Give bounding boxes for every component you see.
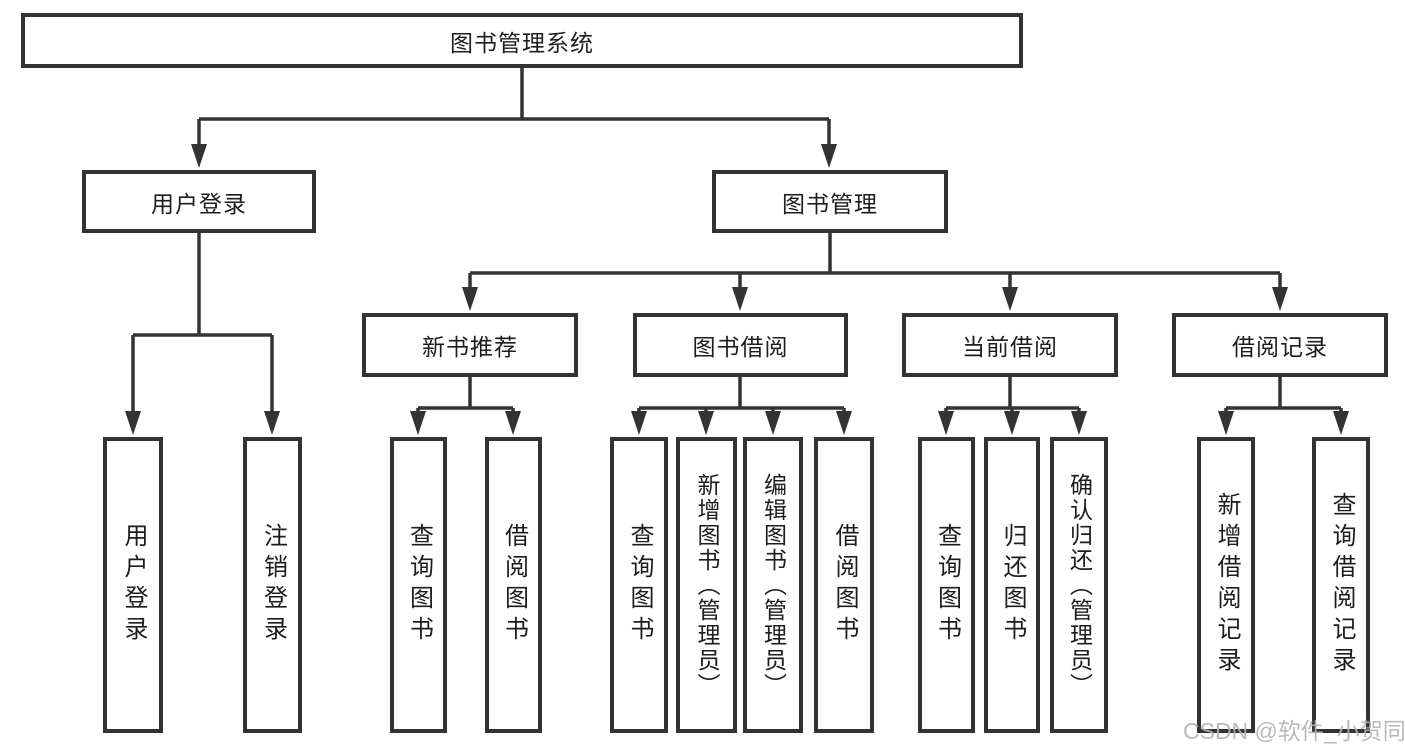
- leaf-label: 借阅图书: [500, 523, 528, 647]
- leaf-confirm-return-admin: 确认归还（管理员）: [1050, 437, 1108, 733]
- node-label: 图书管理: [782, 190, 878, 217]
- leaf-label: 用户登录: [120, 523, 147, 647]
- node-borrow-records: 借阅记录: [1172, 313, 1388, 377]
- node-new-book-recommend: 新书推荐: [362, 313, 578, 377]
- leaf-label: 编辑图书（管理员）: [760, 472, 787, 698]
- leaf-label: 查询借阅记录: [1328, 492, 1355, 678]
- leaf-query-books-current: 查询图书: [918, 437, 975, 733]
- node-book-borrowing: 图书借阅: [633, 313, 848, 377]
- node-label: 新书推荐: [422, 334, 518, 360]
- leaf-label: 查询图书: [405, 523, 433, 647]
- leaf-label: 确认归还（管理员）: [1066, 472, 1093, 698]
- leaf-add-book-admin: 新增图书（管理员）: [676, 437, 737, 733]
- leaf-label: 查询图书: [626, 523, 653, 647]
- leaf-borrow-books-recommend: 借阅图书: [485, 437, 542, 733]
- leaf-query-books-recommend: 查询图书: [390, 437, 447, 733]
- leaf-borrow-books-borrowing: 借阅图书: [814, 437, 874, 733]
- leaf-query-books-borrowing: 查询图书: [610, 437, 668, 733]
- leaf-add-borrow-record: 新增借阅记录: [1197, 437, 1255, 733]
- leaf-label: 注销登录: [259, 523, 287, 647]
- leaf-query-borrow-record: 查询借阅记录: [1312, 437, 1370, 733]
- node-current-borrowing: 当前借阅: [902, 313, 1118, 377]
- node-library-system: 图书管理系统: [21, 13, 1023, 68]
- leaf-label: 查询图书: [933, 523, 961, 647]
- arrowheads: [125, 144, 1349, 435]
- node-label: 图书管理系统: [450, 29, 594, 56]
- node-label: 图书借阅: [692, 334, 789, 360]
- node-book-management: 图书管理: [712, 170, 948, 233]
- leaf-label: 归还图书: [999, 523, 1026, 647]
- node-label: 借阅记录: [1232, 334, 1328, 360]
- leaf-label: 新增图书（管理员）: [694, 472, 720, 698]
- leaf-label: 新增借阅记录: [1213, 492, 1240, 678]
- leaf-logout: 注销登录: [243, 437, 302, 733]
- leaf-user-login: 用户登录: [103, 437, 163, 733]
- leaf-label: 借阅图书: [831, 523, 858, 647]
- leaf-return-book: 归还图书: [984, 437, 1040, 733]
- csdn-watermark: CSDN @软件_小贺同学: [1183, 718, 1405, 744]
- node-label: 用户登录: [151, 190, 247, 217]
- leaf-edit-book-admin: 编辑图书（管理员）: [743, 437, 803, 733]
- node-user-login: 用户登录: [82, 170, 316, 233]
- node-label: 当前借阅: [962, 334, 1058, 360]
